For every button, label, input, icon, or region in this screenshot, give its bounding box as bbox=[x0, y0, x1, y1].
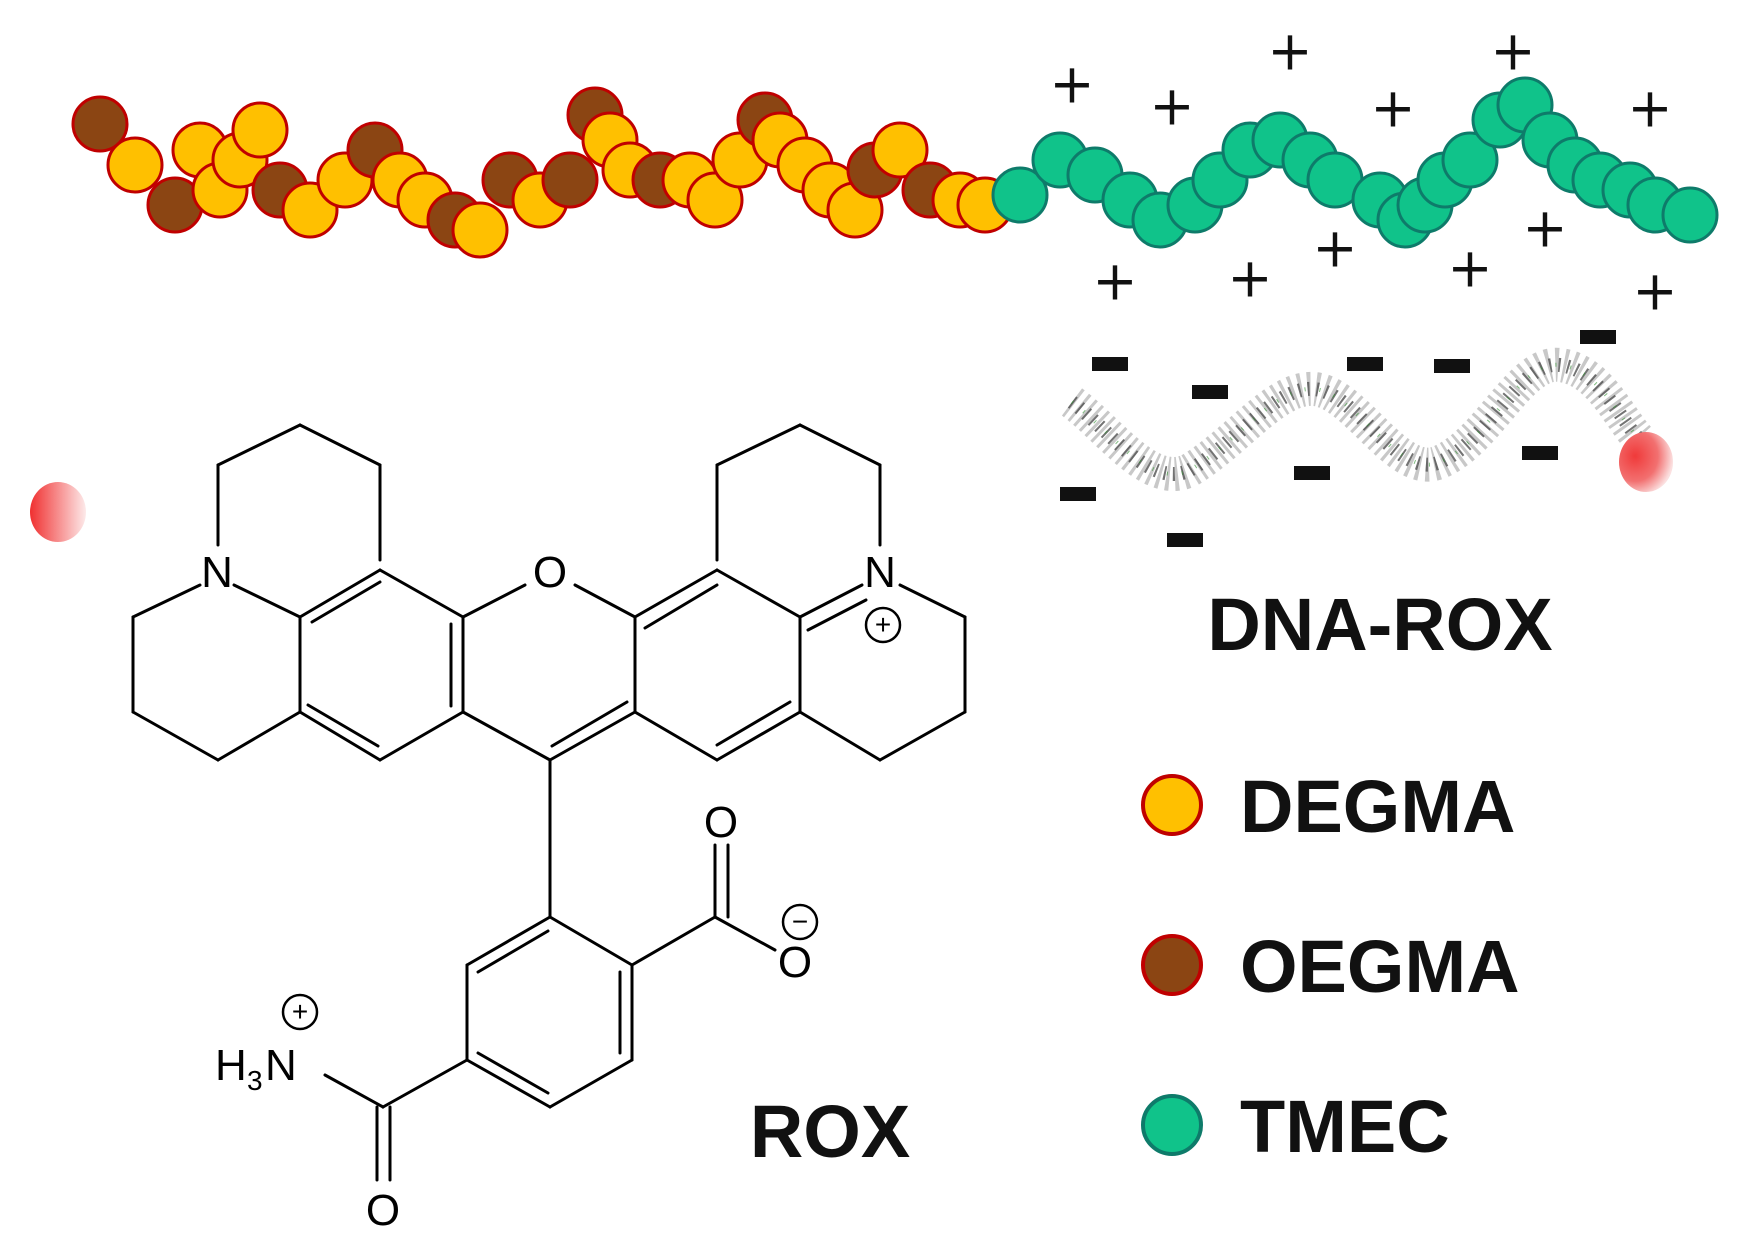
positive-charge-icon bbox=[281, 993, 319, 1031]
minus-sign bbox=[1347, 357, 1383, 371]
tmec-bead bbox=[1661, 186, 1719, 244]
plus-sign: + bbox=[1267, 20, 1312, 83]
legend-degma-marker bbox=[1141, 774, 1203, 836]
atom-n-amine: N bbox=[265, 1041, 297, 1090]
oegma-bead bbox=[71, 95, 129, 153]
oegma-bead bbox=[541, 151, 599, 209]
plus-sign: + bbox=[1370, 77, 1415, 140]
charge-plus-n: + bbox=[875, 609, 891, 640]
minus-sign bbox=[1522, 446, 1558, 460]
degma-bead bbox=[451, 201, 509, 259]
dna-rox-label: DNA-ROX bbox=[1207, 583, 1552, 666]
legend-oegma-marker bbox=[1141, 934, 1203, 996]
plus-sign: + bbox=[1490, 20, 1535, 83]
dna-dye-dot bbox=[1619, 432, 1673, 492]
atom-o-carbonyl: O bbox=[704, 798, 738, 847]
atom-h-subscript: 3 bbox=[247, 1065, 263, 1096]
rox-label: ROX bbox=[750, 1090, 910, 1173]
legend-tmec-marker bbox=[1141, 1094, 1203, 1156]
atom-o-carboxylate: O bbox=[778, 938, 812, 987]
plus-sign: + bbox=[1149, 75, 1194, 138]
positive-charges: + + + + + + + + + + + + bbox=[1049, 20, 1677, 323]
atom-h-amine: H bbox=[215, 1041, 247, 1090]
plus-sign: + bbox=[1522, 197, 1567, 260]
degma-bead bbox=[106, 136, 164, 194]
tmec-bead bbox=[991, 166, 1049, 224]
plus-sign: + bbox=[1627, 77, 1672, 140]
atom-n-left: N bbox=[201, 548, 233, 597]
negative-charges bbox=[1060, 330, 1616, 547]
charge-plus-amine: + bbox=[292, 996, 308, 1027]
legend-oegma-label: OEGMA bbox=[1240, 925, 1520, 1008]
plus-sign: + bbox=[1447, 237, 1492, 300]
degma-bead bbox=[871, 121, 929, 179]
minus-sign bbox=[1294, 466, 1330, 480]
degma-bead bbox=[231, 101, 289, 159]
charge-minus-o: − bbox=[792, 906, 808, 937]
minus-sign bbox=[1192, 385, 1228, 399]
minus-sign bbox=[1580, 330, 1616, 344]
rox-dye-dot bbox=[30, 482, 86, 542]
positive-charge-icon bbox=[864, 606, 902, 644]
minus-sign bbox=[1092, 357, 1128, 371]
minus-sign bbox=[1167, 533, 1203, 547]
plus-sign: + bbox=[1049, 53, 1094, 116]
atom-n-right: N bbox=[864, 548, 896, 597]
rox-structure: N O N + O O − O H 3 N + bbox=[131, 423, 967, 1235]
minus-sign bbox=[1434, 359, 1470, 373]
atom-o-amide: O bbox=[366, 1186, 400, 1235]
plus-sign: + bbox=[1312, 217, 1357, 280]
negative-charge-icon bbox=[781, 903, 819, 941]
plus-sign: + bbox=[1092, 250, 1137, 313]
minus-sign bbox=[1060, 487, 1096, 501]
legend-degma-label: DEGMA bbox=[1240, 765, 1515, 848]
atom-o-ring: O bbox=[533, 548, 567, 597]
polymer-chain bbox=[71, 76, 1719, 259]
legend: DEGMA OEGMA TMEC bbox=[1141, 765, 1520, 1168]
plus-sign: + bbox=[1227, 247, 1272, 310]
tmec-bead bbox=[1441, 131, 1499, 189]
plus-sign: + bbox=[1632, 260, 1677, 323]
legend-tmec-label: TMEC bbox=[1240, 1085, 1450, 1168]
